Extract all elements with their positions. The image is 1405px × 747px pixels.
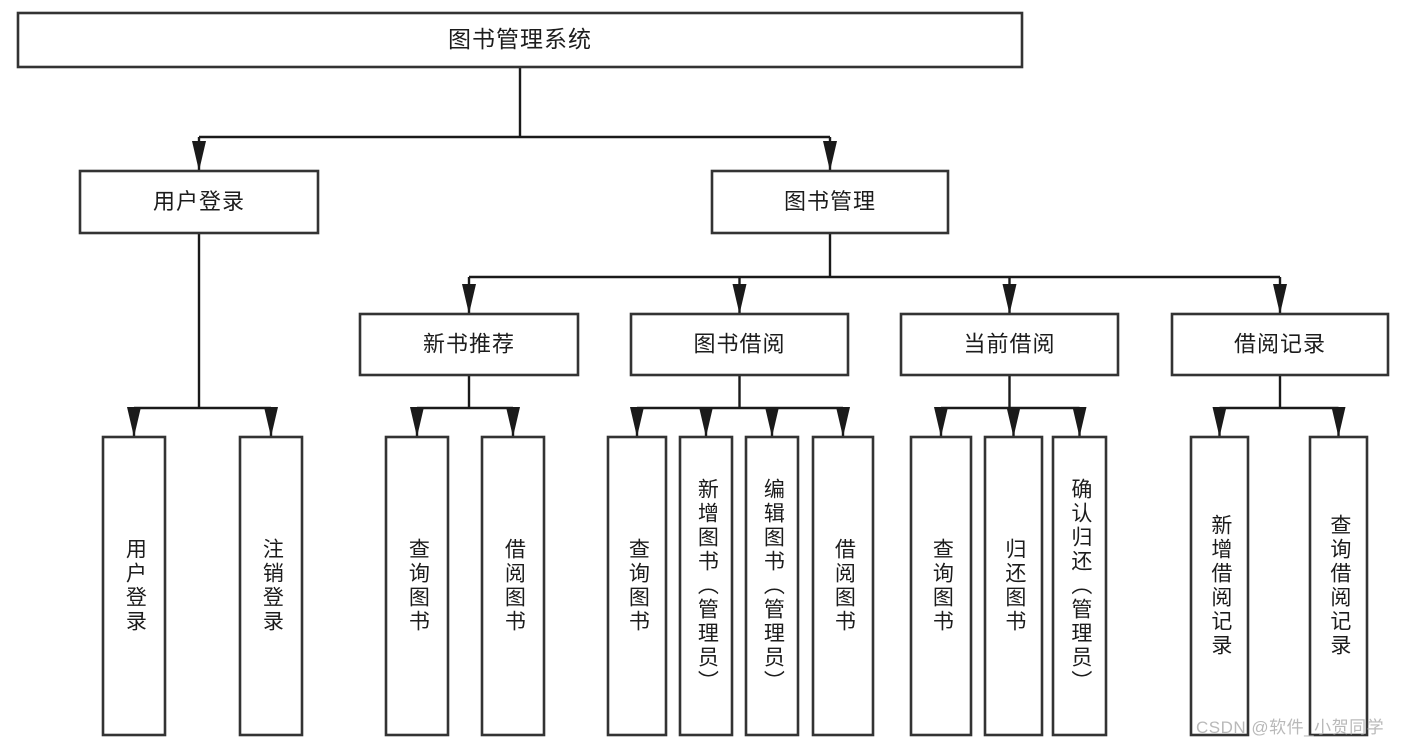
arrow-head xyxy=(1273,284,1287,314)
node-root[interactable] xyxy=(16,11,1024,69)
arrow-head xyxy=(1006,407,1021,437)
node-leaf-query-book-2[interactable] xyxy=(606,435,668,737)
node-label-root: 图书管理系统 xyxy=(448,26,592,52)
arrow-head xyxy=(934,407,948,437)
arrow-head xyxy=(127,407,141,437)
node-leaf-add-book[interactable] xyxy=(678,435,734,737)
arrow-head xyxy=(732,284,747,314)
arrow-head xyxy=(836,407,850,437)
arrow-head xyxy=(699,407,713,437)
arrow-head xyxy=(1072,407,1087,437)
arrow-head xyxy=(264,407,278,437)
node-label-borrow-record: 借阅记录 xyxy=(1234,331,1326,356)
arrow-head xyxy=(823,141,837,171)
arrow-head xyxy=(462,284,476,314)
node-borrow-record[interactable] xyxy=(1170,312,1390,377)
node-leaf-user-logout[interactable] xyxy=(238,435,304,737)
node-new-book-recommend[interactable] xyxy=(358,312,580,377)
node-label-user-login: 用户登录 xyxy=(153,189,245,214)
node-current-borrow[interactable] xyxy=(899,312,1120,377)
node-label-book-manage: 图书管理 xyxy=(784,189,876,214)
node-leaf-borrow-book-1[interactable] xyxy=(480,435,546,737)
node-leaf-query-book-3[interactable] xyxy=(909,435,973,737)
csdn-watermark: CSDN @软件_小贺同学 xyxy=(1196,718,1385,737)
node-leaf-query-book-1[interactable] xyxy=(384,435,450,737)
node-label-new-book-recommend: 新书推荐 xyxy=(423,331,515,356)
arrow-head xyxy=(410,407,424,437)
node-label-book-borrow: 图书借阅 xyxy=(693,331,785,356)
arrow-head xyxy=(630,407,644,437)
node-leaf-return-book[interactable] xyxy=(983,435,1044,737)
arrow-head xyxy=(192,141,206,171)
node-leaf-borrow-book-2[interactable] xyxy=(811,435,875,737)
arrow-head xyxy=(1331,407,1346,437)
node-book-manage[interactable] xyxy=(710,169,950,235)
arrow-head xyxy=(1212,407,1227,437)
node-user-login[interactable] xyxy=(78,169,320,235)
arrow-head xyxy=(506,407,520,437)
node-leaf-query-record[interactable] xyxy=(1308,435,1369,737)
node-box-layer xyxy=(16,11,1390,737)
node-leaf-add-record[interactable] xyxy=(1189,435,1250,737)
node-label-current-borrow: 当前借阅 xyxy=(963,331,1055,356)
node-book-borrow[interactable] xyxy=(629,312,850,377)
arrow-head xyxy=(1002,284,1017,314)
connector-layer xyxy=(127,67,1346,437)
node-leaf-edit-book[interactable] xyxy=(744,435,800,737)
arrow-head xyxy=(765,407,779,437)
node-leaf-user-login[interactable] xyxy=(101,435,167,737)
node-leaf-confirm-return[interactable] xyxy=(1051,435,1108,737)
